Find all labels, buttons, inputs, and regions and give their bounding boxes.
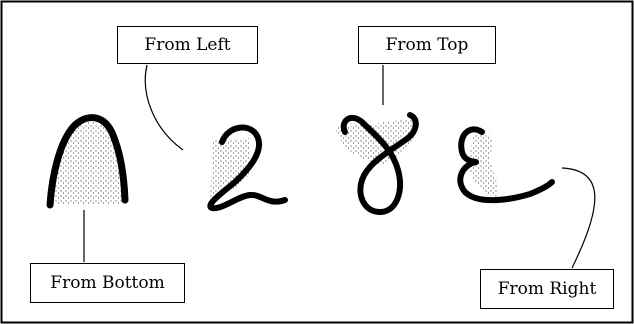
connector-from-left bbox=[144, 64, 184, 151]
label-from-right: From Right bbox=[480, 269, 614, 309]
glyph-n-stipple bbox=[52, 122, 123, 205]
glyph-8-stroke bbox=[340, 112, 419, 215]
label-from-top: From Top bbox=[358, 26, 496, 64]
glyph-8 bbox=[335, 112, 420, 215]
glyph-n bbox=[46, 114, 129, 209]
glyph-2-stroke bbox=[207, 124, 288, 212]
glyph-e bbox=[457, 126, 555, 204]
glyph-2-stipple bbox=[210, 138, 250, 200]
label-from-bottom: From Bottom bbox=[30, 263, 185, 303]
glyph-n-stroke bbox=[46, 114, 129, 209]
glyph-e-stroke bbox=[457, 126, 555, 204]
glyph-e-stipple bbox=[470, 129, 499, 198]
label-from-left: From Left bbox=[117, 26, 258, 64]
glyph-2 bbox=[207, 124, 288, 212]
connector-from-right bbox=[561, 167, 596, 269]
